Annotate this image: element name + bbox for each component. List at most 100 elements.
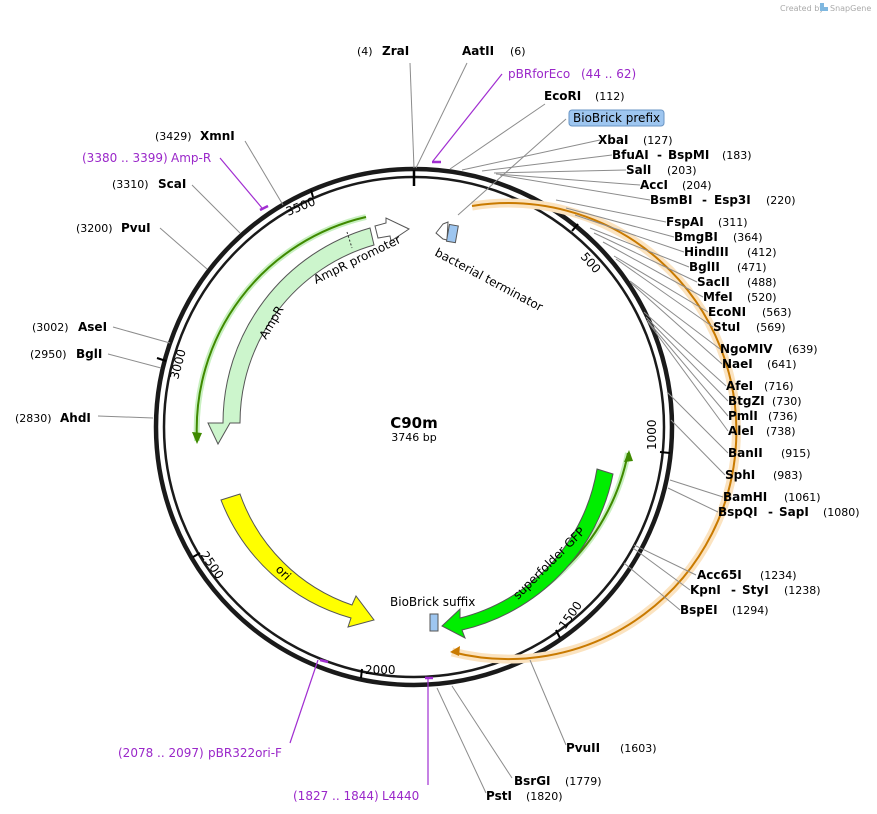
svg-text:PvuII: PvuII xyxy=(566,741,600,755)
primer-l4440[interactable]: (1827 .. 1844) L4440 xyxy=(293,789,419,803)
site-bglii[interactable]: BglII (471) xyxy=(689,260,767,274)
site-asei[interactable]: (3002) AseI xyxy=(32,320,107,334)
credit-brand: SnapGene xyxy=(830,4,871,13)
site-pmli[interactable]: PmlI (736) xyxy=(728,409,798,423)
biobrick-prefix-marker[interactable] xyxy=(445,223,459,244)
svg-text:Amp-R: Amp-R xyxy=(171,151,211,165)
site-stui[interactable]: StuI (569) xyxy=(713,320,786,334)
biobrick-prefix-box[interactable]: BioBrick prefix xyxy=(568,109,665,127)
svg-text:(641): (641) xyxy=(767,358,797,371)
svg-text:XmnI: XmnI xyxy=(200,129,235,143)
sfgfp-feature[interactable] xyxy=(441,468,614,640)
primer-pbr322ori-mark xyxy=(319,658,329,664)
site-pvui[interactable]: (3200) PvuI xyxy=(76,221,151,235)
site-bspqi-sapi[interactable]: BspQI - SapI (1080) xyxy=(718,505,860,519)
credit-text: Created by xyxy=(780,4,824,13)
svg-text:AccI: AccI xyxy=(640,178,668,192)
svg-text:(639): (639) xyxy=(788,343,818,356)
svg-text:(127): (127) xyxy=(643,134,673,147)
site-alei[interactable]: AleI (738) xyxy=(728,424,796,438)
site-bfuai-bspmi[interactable]: BfuAI - BspMI (183) xyxy=(612,148,752,162)
svg-text:(3429): (3429) xyxy=(155,130,192,143)
svg-text:(364): (364) xyxy=(733,231,763,244)
site-zrai[interactable]: (4) ZraI xyxy=(357,44,409,58)
tick-label: 3000 xyxy=(167,348,188,381)
site-aatii[interactable]: AatII (6) xyxy=(462,44,526,58)
svg-text:(44 .. 62): (44 .. 62) xyxy=(581,67,636,81)
site-afei[interactable]: AfeI (716) xyxy=(726,379,794,393)
svg-text:(1238): (1238) xyxy=(784,584,821,597)
svg-text:NgoMIV: NgoMIV xyxy=(720,342,773,356)
site-pvuii[interactable]: PvuII (1603) xyxy=(566,741,657,755)
svg-text:BglII: BglII xyxy=(689,260,720,274)
site-bsrgi[interactable]: BsrGI (1779) xyxy=(514,774,602,788)
primer-pbrforeco[interactable]: pBRforEco (44 .. 62) xyxy=(508,67,636,81)
svg-text:BspQI: BspQI xyxy=(718,505,758,519)
svg-text:ScaI: ScaI xyxy=(158,177,186,191)
translation-line xyxy=(451,202,738,661)
site-naei[interactable]: NaeI (641) xyxy=(722,357,797,371)
svg-text:KpnI: KpnI xyxy=(690,583,721,597)
svg-text:SacII: SacII xyxy=(697,275,730,289)
svg-text:pBR322ori-F: pBR322ori-F xyxy=(208,746,282,760)
site-acci[interactable]: AccI (204) xyxy=(640,178,712,192)
site-xmni[interactable]: (3429) XmnI xyxy=(155,129,235,143)
site-bspei[interactable]: BspEI (1294) xyxy=(680,603,769,617)
svg-text:BanII: BanII xyxy=(728,446,763,460)
primer-pbr322ori-f[interactable]: (2078 .. 2097) pBR322ori-F xyxy=(118,746,282,760)
site-hindiii[interactable]: HindIII (412) xyxy=(684,245,777,259)
site-sacii[interactable]: SacII (488) xyxy=(697,275,777,289)
bacterial-terminator-feature[interactable] xyxy=(435,221,449,241)
ampr-promoter-feature[interactable] xyxy=(374,217,411,242)
tick-1000: 1000 xyxy=(645,419,671,454)
svg-text:NaeI: NaeI xyxy=(722,357,753,371)
site-ecori[interactable]: EcoRI (112) xyxy=(544,89,625,103)
site-bsmbi-esp3i[interactable]: BsmBI - Esp3I (220) xyxy=(650,193,796,207)
hyphen: - xyxy=(768,505,773,519)
primer-amp-r[interactable]: (3380 .. 3399) Amp-R xyxy=(82,151,211,165)
svg-text:(520): (520) xyxy=(747,291,777,304)
site-sphi[interactable]: SphI (983) xyxy=(725,468,803,482)
site-bgli[interactable]: (2950) BglI xyxy=(30,347,102,361)
site-xbai[interactable]: XbaI (127) xyxy=(598,133,673,147)
ampr-feature[interactable] xyxy=(207,227,375,446)
svg-text:EcoRI: EcoRI xyxy=(544,89,581,103)
svg-text:(1779): (1779) xyxy=(565,775,602,788)
site-mfei[interactable]: MfeI (520) xyxy=(703,290,777,304)
ori-feature[interactable] xyxy=(220,493,375,628)
site-bmgbi[interactable]: BmgBI (364) xyxy=(674,230,763,244)
site-leaders-right xyxy=(409,62,729,794)
svg-text:(3380 .. 3399): (3380 .. 3399) xyxy=(82,151,168,165)
site-kpni-styi[interactable]: KpnI - StyI (1238) xyxy=(690,583,821,597)
svg-text:(488): (488) xyxy=(747,276,777,289)
svg-text:ZraI: ZraI xyxy=(382,44,409,58)
svg-text:Acc65I: Acc65I xyxy=(697,568,742,582)
svg-text:BspMI: BspMI xyxy=(668,148,709,162)
svg-text:(203): (203) xyxy=(667,164,697,177)
site-ngomiv[interactable]: NgoMIV (639) xyxy=(720,342,818,356)
biobrick-suffix-marker[interactable] xyxy=(429,613,439,632)
site-econi[interactable]: EcoNI (563) xyxy=(708,305,792,319)
site-scai[interactable]: (3310) ScaI xyxy=(112,177,186,191)
site-acc65i[interactable]: Acc65I (1234) xyxy=(697,568,797,582)
site-ahdi[interactable]: (2830) AhdI xyxy=(15,411,91,425)
svg-text:AhdI: AhdI xyxy=(60,411,91,425)
hyphen: - xyxy=(702,193,707,207)
site-sali[interactable]: SalI (203) xyxy=(626,163,697,177)
svg-text:pBRforEco: pBRforEco xyxy=(508,67,570,81)
sfgfp-label: superfolder GFP xyxy=(510,524,588,602)
site-btgzi[interactable]: BtgZI (730) xyxy=(728,394,802,408)
backbone-outer xyxy=(153,166,675,688)
ampr-orf-line xyxy=(195,216,367,442)
hyphen: - xyxy=(657,148,662,162)
site-psti[interactable]: PstI (1820) xyxy=(486,789,563,803)
svg-text:StyI: StyI xyxy=(742,583,769,597)
site-banii[interactable]: BanII (915) xyxy=(728,446,811,460)
primer-ampr-mark xyxy=(259,204,269,212)
svg-text:BglI: BglI xyxy=(76,347,102,361)
svg-text:(563): (563) xyxy=(762,306,792,319)
svg-text:(730): (730) xyxy=(772,395,802,408)
site-fspai[interactable]: FspAI (311) xyxy=(666,215,748,229)
site-bamhi[interactable]: BamHI (1061) xyxy=(723,490,821,504)
